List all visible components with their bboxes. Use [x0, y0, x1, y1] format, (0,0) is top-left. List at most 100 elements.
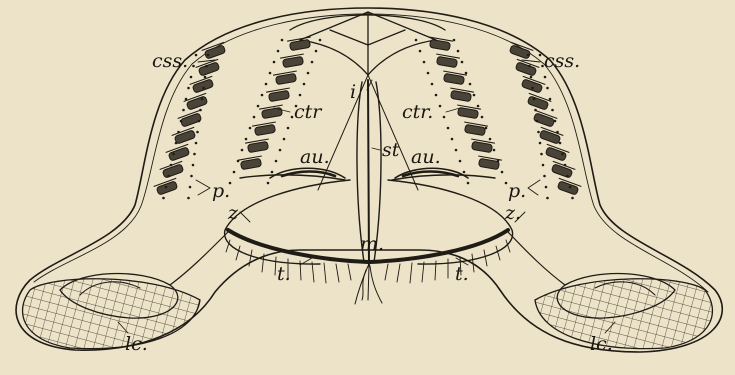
- comb-plate-inner-left: [245, 139, 270, 153]
- canal-dot: [497, 160, 500, 163]
- comb-plate-inner-right: [469, 139, 494, 153]
- canal-dot: [457, 50, 460, 53]
- comb-plate-inner-left: [259, 105, 284, 119]
- canal-dot: [196, 131, 199, 134]
- canal-dot: [423, 61, 426, 64]
- canal-dot: [481, 116, 484, 119]
- label-z-right: z.: [504, 202, 521, 224]
- canal-dot: [198, 120, 201, 123]
- label-p-right: p.: [508, 180, 526, 202]
- canal-dot: [205, 65, 208, 68]
- canal-dot: [257, 105, 260, 108]
- lobe-right: [508, 232, 712, 349]
- canal-dot: [544, 76, 547, 79]
- comb-plate-inner-left: [280, 54, 305, 68]
- canal-dot: [539, 142, 542, 145]
- comb-plate-outer-right: [543, 144, 569, 162]
- comb-plate-outer-left: [160, 161, 186, 179]
- comb-plate-inner-right: [455, 105, 480, 119]
- canal-dot: [542, 164, 545, 167]
- label-au-right: au.: [411, 146, 441, 168]
- canal-dot: [261, 94, 264, 97]
- label-ctr-right: ctr.: [402, 101, 433, 123]
- canal-dot: [162, 197, 165, 200]
- canal-dot: [551, 109, 554, 112]
- canal-dot: [277, 50, 280, 53]
- canal-dot: [549, 98, 552, 101]
- label-ctr-left: ctr: [294, 101, 323, 123]
- canal-dot: [204, 76, 207, 79]
- canal-dot: [287, 127, 290, 130]
- canal-dot: [207, 54, 210, 57]
- canal-dot: [195, 142, 198, 145]
- canal-dot: [269, 72, 272, 75]
- comb-plate-outer-left: [166, 144, 192, 162]
- canal-dot: [527, 54, 530, 57]
- canal-dot: [273, 61, 276, 64]
- comb-plate-outer-left: [184, 93, 210, 111]
- canal-dot: [561, 153, 564, 156]
- comb-plate-outer-right: [549, 161, 575, 179]
- canal-dot: [566, 175, 569, 178]
- canal-dot: [283, 138, 286, 141]
- canal-dot: [455, 149, 458, 152]
- label-css-right: css.: [544, 50, 580, 72]
- canal-dot: [291, 116, 294, 119]
- comb-plate-inner-right: [448, 88, 473, 102]
- auricle-right: [395, 168, 468, 178]
- mouth-tuft: [355, 266, 382, 304]
- canal-dot: [545, 186, 548, 189]
- canal-dot: [459, 160, 462, 163]
- tentacle-base-right: [370, 230, 510, 283]
- comb-plate-outer-left: [178, 110, 204, 128]
- canal-dot: [265, 83, 268, 86]
- label-p-left: p.: [212, 180, 230, 202]
- canal-dot: [170, 164, 173, 167]
- canal-dot: [431, 83, 434, 86]
- canal-dot: [199, 109, 202, 112]
- canal-dot: [540, 153, 543, 156]
- canal-dot: [543, 175, 546, 178]
- canal-dot: [564, 164, 567, 167]
- canal-dot: [279, 149, 282, 152]
- canal-dot: [180, 120, 183, 123]
- canal-dot: [299, 94, 302, 97]
- canal-dot: [415, 39, 418, 42]
- canal-dot: [534, 109, 537, 112]
- canal-dot: [536, 120, 539, 123]
- comb-plate-inner-right: [462, 122, 487, 136]
- canal-dot: [461, 61, 464, 64]
- canal-dot: [192, 164, 195, 167]
- canal-dot: [546, 87, 549, 90]
- canal-dot: [245, 138, 248, 141]
- canal-dot: [419, 50, 422, 53]
- canal-dot: [177, 131, 180, 134]
- canal-dot: [435, 94, 438, 97]
- canal-dot: [187, 87, 190, 90]
- canal-dot: [505, 182, 508, 185]
- canal-dot: [451, 138, 454, 141]
- label-css-left: css.: [152, 50, 188, 72]
- lobe-left: [23, 232, 228, 349]
- comb-plate-inner-left: [266, 88, 291, 102]
- canal-dot: [546, 197, 549, 200]
- canal-dot: [465, 72, 468, 75]
- canal-dot: [537, 131, 540, 134]
- canal-dot: [501, 171, 504, 174]
- canal-dot: [539, 54, 542, 57]
- canal-dot: [172, 153, 175, 156]
- comb-plate-inner-left: [287, 37, 312, 51]
- label-lc-right: lc.: [590, 333, 613, 355]
- canal-dot: [530, 76, 533, 79]
- label-t-left: t.: [277, 263, 291, 285]
- canal-dot: [477, 105, 480, 108]
- canal-dot: [193, 153, 196, 156]
- canal-dot: [453, 39, 456, 42]
- canal-dot: [187, 197, 190, 200]
- canal-dot: [469, 83, 472, 86]
- canal-dot: [275, 160, 278, 163]
- canal-dot: [192, 65, 195, 68]
- canal-dot: [165, 186, 168, 189]
